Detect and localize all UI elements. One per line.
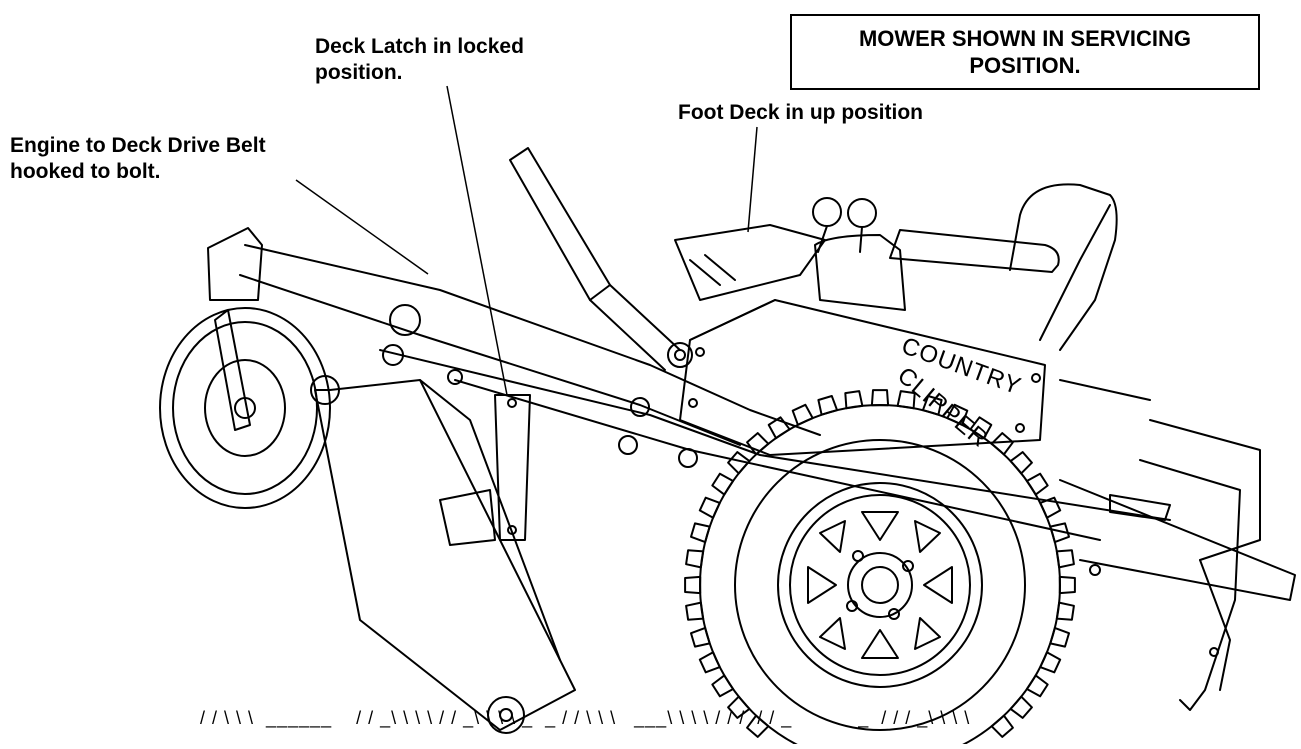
- tread-block: [896, 390, 916, 410]
- rear-frame: [1059, 379, 1261, 711]
- tread-block: [1009, 695, 1033, 719]
- main-frame: [239, 244, 1296, 601]
- tread-block: [1039, 651, 1062, 674]
- tread-block: [870, 389, 890, 407]
- tread-block: [990, 432, 1014, 456]
- foot-deck: [674, 224, 826, 301]
- tread-block: [746, 714, 770, 738]
- mower-deck: [310, 375, 576, 734]
- tread-block: [1058, 575, 1076, 595]
- tread-block: [969, 416, 993, 440]
- tread-block: [711, 674, 735, 698]
- tread-block: [817, 395, 839, 416]
- tread-block: [946, 403, 969, 426]
- tread-block: [921, 395, 943, 416]
- callout-drive-belt: Engine to Deck Drive Belt hooked to bolt…: [10, 134, 266, 183]
- body-panel: [679, 299, 1046, 456]
- title-box: MOWER SHOWN IN SERVICING POSITION.: [790, 14, 1260, 90]
- leader-drive-belt: [295, 179, 429, 275]
- callout-deck-latch: Deck Latch in locked position.: [315, 35, 524, 84]
- control-knobs: [812, 197, 877, 253]
- tread-block: [844, 390, 864, 410]
- ground-marks: / / \ \ \ ______ / / _\ \ \ \ / / _\ \ \…: [200, 708, 980, 728]
- tread-block: [727, 451, 751, 475]
- tread-block: [711, 472, 735, 496]
- tread-block: [690, 522, 711, 544]
- tread-block: [1055, 601, 1075, 621]
- tread-block: [990, 714, 1014, 738]
- tread-block: [1025, 674, 1049, 698]
- tread-block: [1049, 522, 1070, 544]
- tread-block: [791, 403, 814, 426]
- title-text: MOWER SHOWN IN SERVICING POSITION.: [858, 26, 1192, 78]
- deck-latch: [494, 394, 531, 541]
- tread-block: [685, 601, 705, 621]
- tread-block: [685, 549, 705, 569]
- tire-treads: [684, 389, 1076, 738]
- tread-block: [698, 496, 721, 519]
- tread-block: [690, 626, 711, 648]
- callout-foot-deck: Foot Deck in up position: [678, 101, 923, 124]
- tread-block: [1055, 549, 1075, 569]
- tread-block: [1025, 472, 1049, 496]
- tread-block: [746, 432, 770, 456]
- tread-block: [1039, 496, 1062, 519]
- steering-lever: [509, 147, 693, 371]
- tread-block: [767, 416, 791, 440]
- tread-block: [727, 695, 751, 719]
- tread-block: [684, 575, 702, 595]
- leader-deck-latch: [446, 85, 508, 396]
- front-caster: [159, 227, 421, 509]
- tread-block: [1009, 451, 1033, 475]
- tread-block: [698, 651, 721, 674]
- leader-foot-deck: [747, 126, 758, 233]
- tread-block: [1049, 626, 1070, 648]
